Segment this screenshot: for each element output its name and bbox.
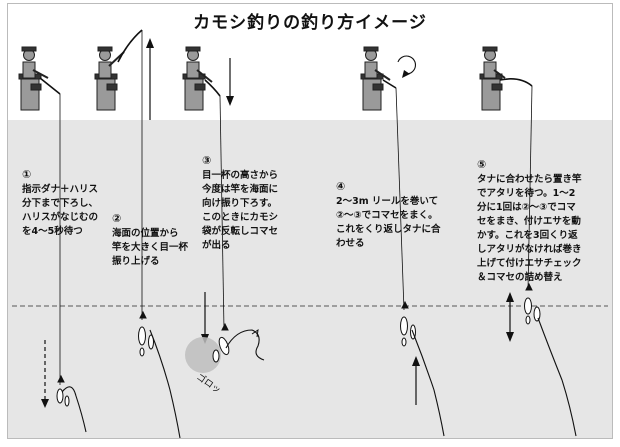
bait-basket	[524, 282, 541, 325]
fishing-line	[219, 95, 225, 331]
step-2-text: ② 海面の位置から 竿を大きく目一杯 振り上げる	[112, 212, 189, 267]
step-number: ⑤	[477, 158, 487, 171]
bait-basket	[400, 300, 416, 347]
step-5-text: ⑤ タナに合わせたら置き竿 でアタリを待つ。1～2 分に1回は②～③でコマ セを…	[477, 158, 582, 283]
rod	[382, 79, 397, 89]
rod	[499, 78, 533, 87]
step-3-text: ③ 目一杯の高さから 今度は竿を海面に 向け振り下ろす。 このときにカモシ 袋が…	[202, 154, 279, 251]
harisu-line	[537, 317, 577, 437]
step-number: ④	[336, 180, 346, 193]
rod	[117, 29, 143, 63]
angler-figure	[360, 46, 391, 111]
step-4-text: ④ 2～3m リールを巻いて ②～③でコマセをまく。 これをくり返しタナに合 わ…	[336, 180, 441, 249]
angler-figure	[18, 46, 49, 111]
chum-cloud	[185, 337, 221, 373]
step-number: ②	[112, 212, 122, 225]
harisu-line	[61, 386, 87, 433]
angler-figure	[182, 46, 213, 111]
sea-area	[7, 120, 613, 438]
angler-figure	[94, 46, 125, 111]
bait-basket	[56, 374, 70, 407]
fishing-line	[527, 85, 533, 291]
effect-text: ゴロッ	[194, 371, 223, 396]
rod	[39, 77, 61, 95]
step-1-text: ① 指示ダナ＋ハリス 分下まで下ろし、 ハリスがなじむの を4～5秒待つ	[22, 168, 99, 237]
harisu-line	[149, 329, 181, 439]
fishing-line	[395, 87, 405, 311]
bait-basket	[212, 322, 230, 363]
bait-basket	[138, 310, 154, 357]
reel-rotation-icon	[397, 55, 417, 75]
page-title: カモシ釣りの釣り方イメージ	[193, 13, 427, 33]
harisu-line	[411, 329, 445, 437]
rod	[204, 79, 221, 97]
angler-figure	[479, 46, 506, 111]
step-number: ③	[202, 154, 212, 167]
harisu-line	[225, 329, 265, 361]
step-number: ①	[22, 168, 32, 181]
